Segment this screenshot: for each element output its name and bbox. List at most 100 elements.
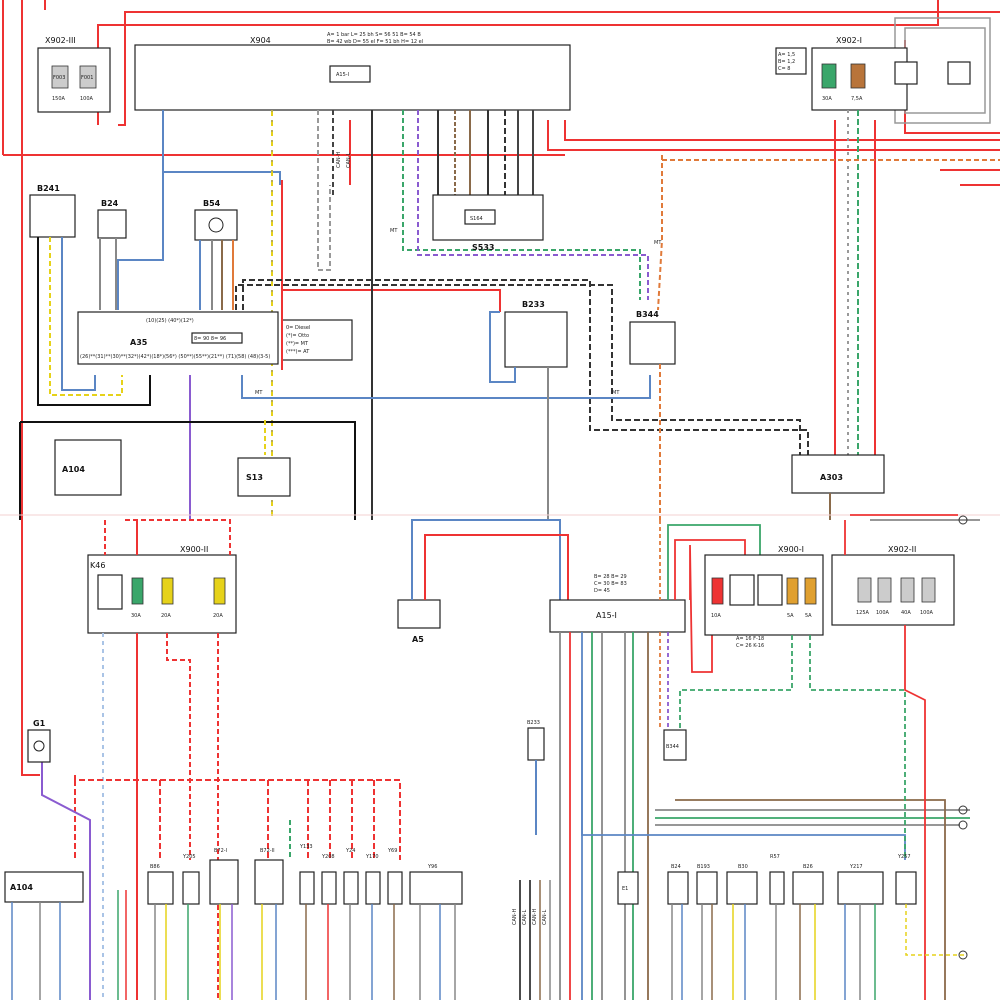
bottom-left-components: B86 Y205 B72-I B72-II Y133 Y208 Y24 Y170… xyxy=(147,844,463,905)
fuse-x902-ii-1-rating: 125A xyxy=(856,610,870,616)
x904-legend-2: B= 42 wb D= 55 el F= 51 bh H= 12 el xyxy=(327,39,423,45)
x900-x902-wires xyxy=(679,514,980,1000)
comp-b72-ii: B72-II xyxy=(260,848,275,854)
b54-label: B54 xyxy=(203,199,221,208)
comp-b193: B193 xyxy=(697,864,710,870)
comp-r57: R57 xyxy=(770,854,780,860)
label-x902-iii: X902-III xyxy=(45,36,76,45)
connector-x902-ii: 125A 100A 40A 100A X902-II xyxy=(831,545,955,626)
sensor-b233-bottom: B233 xyxy=(527,720,545,835)
fuse-x902-ii-2-rating: 100A xyxy=(876,610,890,616)
x900-i-legend-1: A= 16 F-18 xyxy=(736,636,764,642)
comp-y217: Y217 xyxy=(849,864,863,870)
label-x904: X904 xyxy=(250,36,271,45)
comp-b86: B86 xyxy=(150,864,160,870)
b233-label: B233 xyxy=(522,300,545,309)
fuse-f003-rating: 150A xyxy=(52,96,66,102)
b241-label: B241 xyxy=(37,184,60,193)
connector-x900-ii: 30A 20A 20A X900-II K46 xyxy=(87,545,237,634)
mt-label-3: MT xyxy=(255,390,263,396)
fuse-f003 xyxy=(51,65,69,89)
a15-legend-2: C= 30 B= 83 xyxy=(594,581,627,587)
s13-label: S13 xyxy=(246,473,263,482)
sensor-wires xyxy=(37,237,809,520)
a35-note-4: (***)= AT xyxy=(286,349,310,355)
a35-label: A35 xyxy=(130,338,148,347)
g1-label: G1 xyxy=(33,719,46,728)
fuse-f5-rating: 20A xyxy=(161,613,171,619)
fuse-f002 xyxy=(877,577,892,603)
fuse-f21 xyxy=(711,577,724,605)
module-a5: A5 xyxy=(397,519,569,644)
a303-label: A303 xyxy=(820,473,843,482)
comp-y208: Y208 xyxy=(321,854,335,860)
a35-lower-wires xyxy=(19,290,651,520)
a35-note-3: (**)= MT xyxy=(286,341,309,347)
sensor-b24: B24 xyxy=(97,199,127,239)
fuse-f6-rating: 30A xyxy=(131,613,141,619)
comp-e1: E1 xyxy=(622,886,628,892)
edge-arrow-markers xyxy=(958,515,968,960)
comp-y69: Y69 xyxy=(387,848,397,854)
mt-label-2: MT xyxy=(654,240,662,246)
module-a15-i-bottom: A15-I B= 28 B= 29 C= 30 B= 83 D= 45 xyxy=(549,574,686,633)
b344-bottom-label: B344 xyxy=(666,744,679,750)
sensor-b344-bottom: B344 xyxy=(663,729,687,761)
a15-legend-3: D= 45 xyxy=(594,588,610,594)
label-x900-i: X900-I xyxy=(778,545,804,554)
a35-pins-top: (10)(25) (40*)(12*) xyxy=(146,318,194,324)
a15-bottom-wires xyxy=(559,520,970,1000)
comp-b72-i: B72-I xyxy=(214,848,227,854)
switch-s13: S13 xyxy=(237,457,291,497)
connector-x902-iii: 150A 100A F003 F001 xyxy=(37,47,111,113)
module-a15-i: A15-I xyxy=(336,72,349,78)
mt-label-4: MT xyxy=(612,390,620,396)
sensor-b233: B233 xyxy=(489,300,568,520)
sensor-b54: B54 xyxy=(194,199,238,241)
label-x902-ii: X902-II xyxy=(888,545,916,554)
a104-top-label: A104 xyxy=(62,465,85,474)
switch-s533: S164 S533 xyxy=(432,194,544,252)
comp-b24: B24 xyxy=(671,864,681,870)
fuse-f003-b xyxy=(857,577,872,603)
fuse-f17 xyxy=(850,63,866,89)
can-h-label-top: CAN-H xyxy=(336,152,342,168)
a15-i-label: A15-I xyxy=(596,611,617,620)
fuse-f7 xyxy=(804,577,817,605)
b233-bottom-label: B233 xyxy=(527,720,540,726)
a5-label: A5 xyxy=(412,635,424,644)
a35-pins-bottom: (26)**(31)**(30)**(32*)(42*)(18*)(56*) (… xyxy=(80,354,270,360)
can-label-4: CAN-L xyxy=(542,910,548,925)
fuse-x902-ii-4-rating: 100A xyxy=(920,610,934,616)
fuse-f140-rating: 30A xyxy=(822,96,832,102)
a35-note-2: (*)= Otto xyxy=(286,333,309,339)
fuse-f4 xyxy=(213,577,226,605)
fuse-f21-rating: 10A xyxy=(711,613,721,619)
can-label-2: CAN-L xyxy=(522,910,528,925)
fuse-f001 xyxy=(79,65,97,89)
module-a104-bottom: A104 xyxy=(4,871,84,903)
x904-legend-1: A= 1 bar L= 25 bh S= 56 51 B= 54 B xyxy=(327,32,421,38)
comp-y96: Y96 xyxy=(427,864,437,870)
label-k46: K46 xyxy=(90,561,105,570)
x902-i-legend-2: B= 1,2 xyxy=(778,59,795,65)
connector-x904: A15-I A= 1 bar L= 25 bh S= 56 51 B= 54 B… xyxy=(134,32,571,111)
label-x900-ii: X900-II xyxy=(180,545,208,554)
a35-note-1: 0= Diesel xyxy=(286,325,310,331)
fuse-f8-rating: 5A xyxy=(787,613,794,619)
fuse-f001-label: F001 xyxy=(81,75,93,81)
module-a35: A35 8= 90 8= 96 (10)(25) (40*)(12*) (26)… xyxy=(77,311,353,365)
fuse-f5 xyxy=(161,577,174,605)
can-l-label-top: CAN-L xyxy=(346,153,352,168)
legend-box-x902-i xyxy=(775,47,807,75)
fuse-f140 xyxy=(821,63,837,89)
comp-y205: Y205 xyxy=(182,854,196,860)
can-label-3: CAN-H xyxy=(532,909,538,925)
comp-y170: Y170 xyxy=(365,854,379,860)
label-x902-i: X902-I xyxy=(836,36,862,45)
fuse-f003-c xyxy=(900,577,915,603)
x900-ii-wires xyxy=(21,519,401,1000)
b24-label: B24 xyxy=(101,199,119,208)
a15-legend-1: B= 28 B= 29 xyxy=(594,574,627,580)
